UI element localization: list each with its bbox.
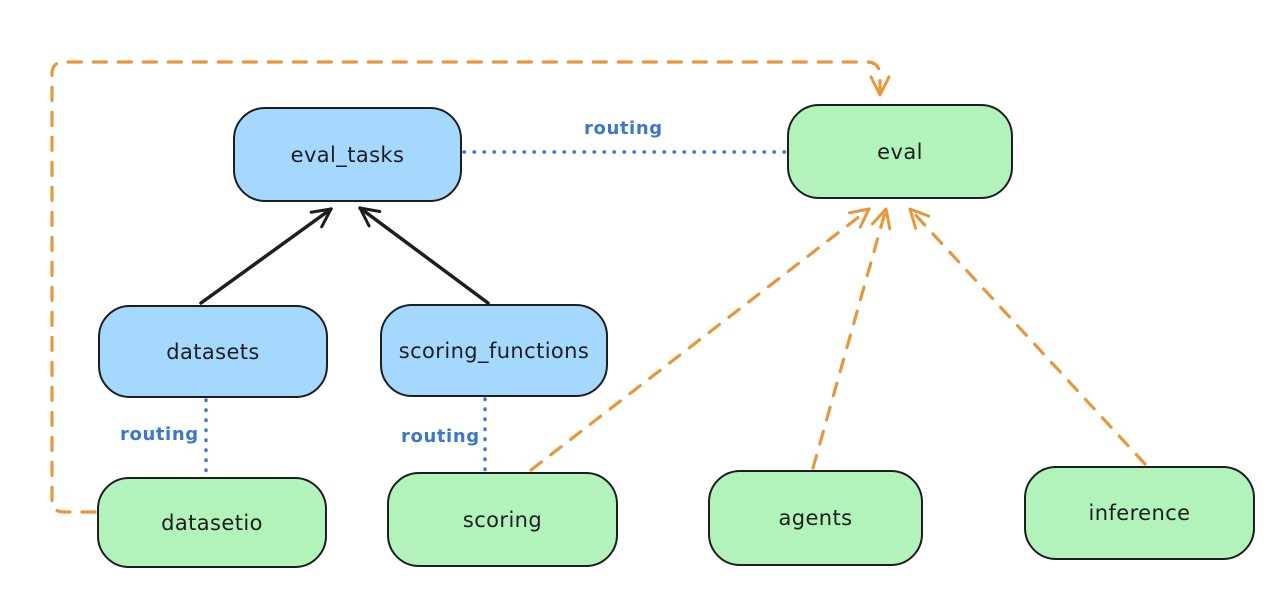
node-agents: agents <box>708 470 923 566</box>
node-datasets-label: datasets <box>166 339 260 364</box>
node-inference: inference <box>1024 466 1255 560</box>
routing-label-scoring-functions-scoring: routing <box>401 426 480 447</box>
node-eval: eval <box>787 104 1013 199</box>
routing-label-eval-tasks-eval: routing <box>584 118 663 139</box>
node-datasetio-label: datasetio <box>161 510 263 535</box>
edge-agents-to-eval <box>811 207 892 470</box>
node-eval-tasks-label: eval_tasks <box>290 142 405 167</box>
node-scoring: scoring <box>387 472 618 567</box>
node-inference-label: inference <box>1088 501 1191 525</box>
edge-scoring-functions-to-eval-tasks <box>358 206 490 305</box>
node-eval-tasks: eval_tasks <box>233 107 462 202</box>
node-scoring-functions-label: scoring_functions <box>398 338 590 363</box>
edge-datasets-to-eval-tasks <box>199 207 333 305</box>
node-datasets: datasets <box>98 305 328 398</box>
node-eval-label: eval <box>877 139 923 164</box>
node-agents-label: agents <box>778 506 853 530</box>
node-scoring-label: scoring <box>462 507 543 532</box>
routing-label-datasets-datasetio: routing <box>120 424 199 445</box>
node-datasetio: datasetio <box>97 477 327 568</box>
node-scoring-functions: scoring_functions <box>380 304 608 397</box>
edge-inference-to-eval <box>908 207 1147 466</box>
